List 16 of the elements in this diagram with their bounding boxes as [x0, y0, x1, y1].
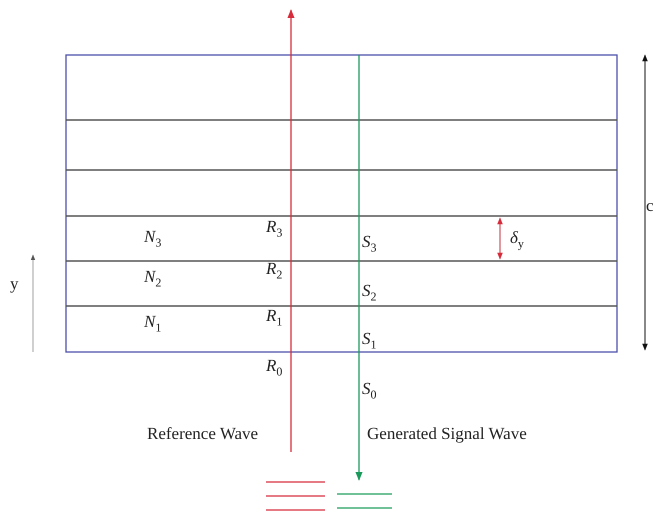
point-label: S$_{0}$ — [362, 380, 376, 400]
layer-label: N$_{2}$ — [144, 268, 162, 288]
point-label: S$_{1}$ — [362, 330, 376, 350]
point-label: R$_{2}$ — [266, 260, 282, 280]
point-label: S$_{2}$ — [362, 282, 376, 302]
layer-label: N$_{3}$ — [144, 228, 162, 248]
axis-label: y — [10, 275, 18, 292]
point-label: R$_{1}$ — [266, 307, 282, 328]
dimension-label: c — [646, 197, 654, 214]
layer-label: N$_{1}$ — [144, 313, 162, 334]
dimension-label: δ$_{y}$ — [510, 229, 524, 250]
point-label: S$_{3}$ — [362, 233, 376, 254]
point-label: R$_{3}$ — [266, 218, 282, 238]
point-label: R$_{0}$ — [266, 357, 282, 378]
wave-label: Generated Signal Wave — [367, 425, 527, 442]
wave-label: Reference Wave — [147, 425, 258, 442]
